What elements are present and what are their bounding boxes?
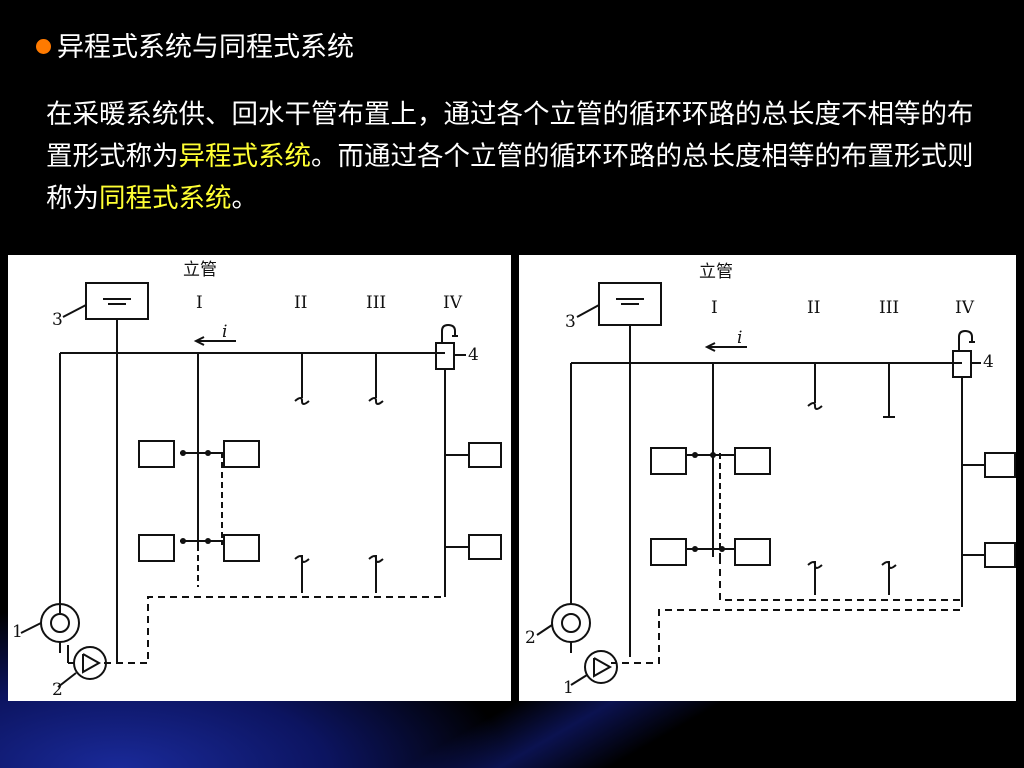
radiator-IV-lower xyxy=(984,542,1016,568)
callout-4: 4 xyxy=(468,345,479,365)
callout-3: 3 xyxy=(565,312,576,332)
diagram-direct-return: 立管 I II III IV i 1 2 3 4 xyxy=(8,255,511,701)
riser-label: 立管 xyxy=(699,262,733,282)
paragraph-part-2: 。而通过各个立管的循环环路的总长度相等的布置形式则称为 xyxy=(46,141,974,214)
riser-III-label: III xyxy=(366,293,386,313)
diagram-reverse-return-svg: 立管 I II III IV i 1 2 3 4 xyxy=(525,262,1016,698)
radiator-I-lower-right xyxy=(223,534,260,562)
pump xyxy=(73,646,107,680)
radiator-I-upper-left xyxy=(138,440,175,468)
riser-III-label: III xyxy=(879,298,899,318)
paragraph-part-1: 在采暖系统供、回水干管布置上，通过各个立管的循环环路的总长度不相等的布置形式称为 xyxy=(46,99,974,172)
radiator-I-lower-left xyxy=(138,534,175,562)
bullet-icon xyxy=(36,39,51,54)
slide-title: 异程式系统与同程式系统 xyxy=(36,28,354,68)
slide-paragraph: 在采暖系统供、回水干管布置上，通过各个立管的循环环路的总长度不相等的布置形式称为… xyxy=(46,94,996,220)
boiler xyxy=(551,603,591,643)
radiator-I-lower-right xyxy=(734,538,771,566)
radiator-IV-upper xyxy=(984,452,1016,478)
callout-3: 3 xyxy=(52,310,63,330)
diagram-direct-return-svg: 立管 I II III IV i 1 2 3 4 xyxy=(12,260,502,700)
riser-I-label: I xyxy=(196,293,203,313)
riser-I-label: I xyxy=(711,298,718,318)
callout-1: 1 xyxy=(12,622,23,642)
callout-2: 2 xyxy=(52,680,63,700)
callout-1: 1 xyxy=(563,678,574,698)
callout-2: 2 xyxy=(525,628,536,648)
riser-label: 立管 xyxy=(183,260,217,280)
radiator-IV-lower xyxy=(468,534,502,560)
slide-title-text: 异程式系统与同程式系统 xyxy=(57,32,354,63)
radiator-IV-upper xyxy=(468,442,502,468)
expansion-tank xyxy=(85,282,149,320)
radiator-I-upper-right xyxy=(223,440,260,468)
riser-II-label: II xyxy=(807,298,820,318)
air-vent xyxy=(435,342,455,370)
flow-label: i xyxy=(737,328,742,348)
riser-IV-label: IV xyxy=(955,298,975,318)
diagram-reverse-return: 立管 I II III IV i 1 2 3 4 xyxy=(519,255,1016,701)
flow-label: i xyxy=(222,322,227,342)
radiator-I-lower-left xyxy=(650,538,687,566)
riser-IV-label: IV xyxy=(443,293,463,313)
paragraph-part-3: 。 xyxy=(231,183,259,214)
term-reverse-return: 异程式系统 xyxy=(178,141,312,172)
radiator-I-upper-left xyxy=(650,447,687,475)
callout-4: 4 xyxy=(983,352,994,372)
riser-II-label: II xyxy=(294,293,307,313)
radiator-I-upper-right xyxy=(734,447,771,475)
term-same-path: 同程式系统 xyxy=(99,183,232,214)
pump xyxy=(584,650,618,684)
